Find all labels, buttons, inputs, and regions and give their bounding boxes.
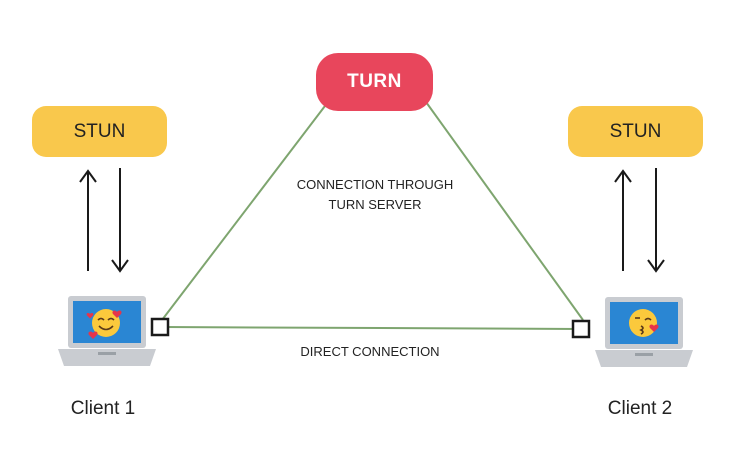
stun-left-down-arrow (111, 168, 129, 273)
stun-server-label-right: STUN (609, 120, 662, 142)
turn-connection-label-line1: CONNECTION THROUGH (296, 177, 454, 192)
turn-connection-label-line2: TURN SERVER (328, 197, 422, 212)
turn-server-label: TURN (347, 71, 402, 92)
stun-left-up-arrow (79, 169, 97, 271)
laptop-smiling-hearts-emoji-icon (58, 296, 156, 366)
endpoint-square-right (571, 319, 591, 339)
turn-server-node: TURN (316, 53, 433, 111)
direct-link (161, 326, 582, 330)
stun-server-node-left: STUN (32, 106, 167, 157)
stun-right-down-arrow (647, 168, 665, 273)
client-2-label: Client 2 (607, 398, 673, 419)
stun-server-node-right: STUN (568, 106, 703, 157)
endpoint-square-left (150, 317, 170, 337)
stun-server-label-left: STUN (73, 120, 126, 142)
turn-link-left (161, 101, 329, 321)
turn-link-right (425, 101, 584, 321)
direct-connection-label: DIRECT CONNECTION (300, 344, 440, 359)
client-1-label: Client 1 (70, 398, 136, 419)
turn-connection-label: CONNECTION THROUGH TURN SERVER (270, 175, 480, 215)
laptop-kissing-emoji-icon (595, 297, 693, 367)
stun-right-up-arrow (614, 169, 632, 271)
